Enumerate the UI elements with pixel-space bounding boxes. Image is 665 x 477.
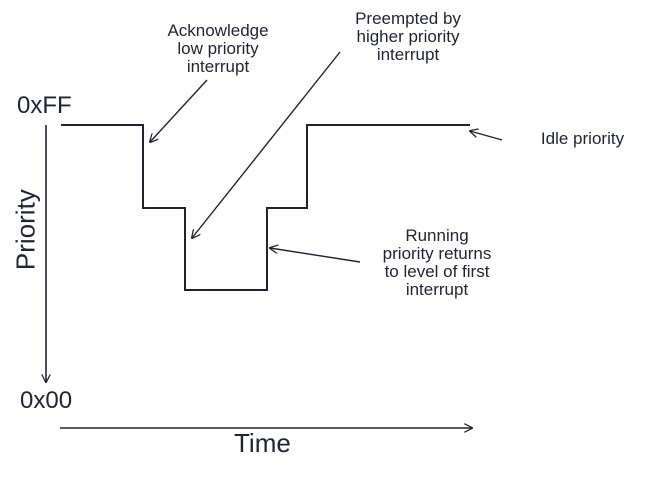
acknowledge-line-1: Acknowledge [167,21,269,40]
x-axis-title: Time [234,428,291,458]
running-annotation: Running priority returns to level of fir… [362,227,512,298]
running-line-3: to level of first [384,261,490,281]
preempted-pointer-arrow [192,51,341,238]
preempted-line-1: Preempted by [355,9,461,28]
y-axis-bottom-label: 0x00 [20,387,73,414]
idle-pointer-arrow [470,131,503,141]
preempted-line-3: interrupt [376,44,440,64]
idle-annotation: Idle priority [520,130,645,148]
acknowledge-annotation: Acknowledge low priority interrupt [148,22,288,76]
acknowledge-line-3: interrupt [186,56,250,76]
y-axis-top-label: 0xFF [17,92,72,119]
running-line-4: interrupt [405,279,469,299]
preempted-annotation: Preempted by higher priority interrupt [333,10,483,64]
preempted-line-2: higher priority [356,26,460,46]
running-pointer-arrow [270,248,361,263]
acknowledge-line-2: low priority [177,38,259,58]
running-line-2: priority returns [382,243,492,263]
acknowledge-pointer-arrow [150,79,208,142]
running-line-1: Running [405,226,469,245]
y-axis-title: Priority [10,189,41,271]
idle-line-1: Idle priority [540,129,625,148]
priority-trace [61,124,470,291]
